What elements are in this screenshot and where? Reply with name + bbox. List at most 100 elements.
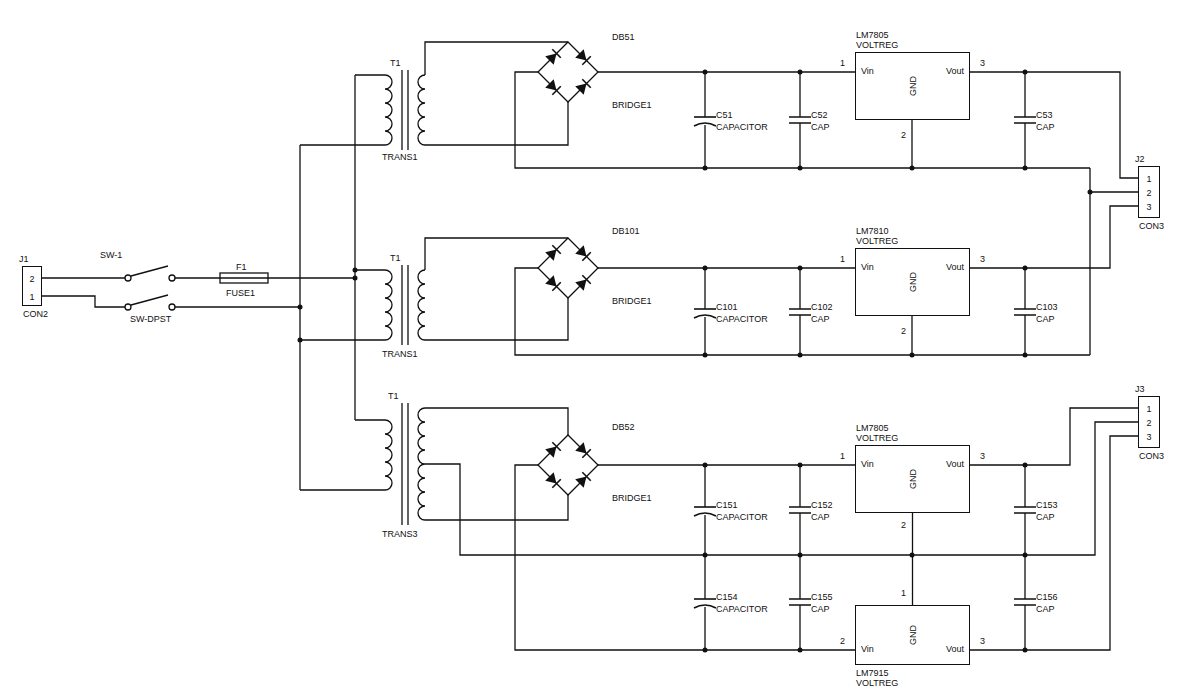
connector-name: J2 xyxy=(1135,154,1145,164)
schematic-part xyxy=(798,463,803,468)
part-label: CAP xyxy=(1036,122,1055,132)
pin-name: GND xyxy=(908,469,918,489)
fuse-symbol xyxy=(220,273,268,283)
bridge-rectifier xyxy=(538,238,598,298)
schematic-part xyxy=(131,295,168,305)
schematic-part xyxy=(575,472,591,488)
schematic-part xyxy=(703,353,708,358)
schematic-part xyxy=(385,75,392,145)
schematic-part xyxy=(693,117,717,126)
part-label: C156 xyxy=(1036,592,1058,602)
regulator-box: LM7915 VOLTREGVinGNDVout xyxy=(855,605,970,665)
schematic-part xyxy=(545,245,561,261)
part-label: CAP xyxy=(811,122,830,132)
schematic-part xyxy=(299,145,300,490)
schematic-part xyxy=(798,353,803,358)
part-label: C154 xyxy=(716,592,738,602)
junction-dots xyxy=(298,70,1093,653)
schematic-part xyxy=(575,245,591,261)
pin-name: GND xyxy=(908,625,918,645)
part-label: BRIDGE1 xyxy=(612,296,652,306)
pin-name: Vin xyxy=(861,66,874,76)
regulator-box: LM7810 VOLTREGVinGNDVout xyxy=(855,248,970,316)
part-label: TRANS1 xyxy=(382,152,418,162)
part-label: TRANS1 xyxy=(382,349,418,359)
bridge-rectifier xyxy=(538,435,598,495)
schematic-part xyxy=(402,70,408,150)
schematic-part xyxy=(788,117,812,123)
part-label: CAP xyxy=(811,604,830,614)
part-label: C101 xyxy=(716,302,738,312)
schematic-part xyxy=(353,276,358,281)
part-name: LM7805 VOLTREG xyxy=(856,30,898,50)
part-label: BRIDGE1 xyxy=(612,493,652,503)
part-label: C153 xyxy=(1036,500,1058,510)
schematic-part xyxy=(402,265,408,345)
part-label: CAP xyxy=(811,512,830,522)
schematic-part xyxy=(545,275,561,291)
part-label: 2 xyxy=(901,130,906,140)
part-label: CAPACITOR xyxy=(716,512,768,522)
schematic-part xyxy=(538,435,598,495)
schematic-part xyxy=(125,304,131,310)
schematic-part xyxy=(425,238,568,270)
schematic-part xyxy=(575,79,591,95)
schematic-part xyxy=(418,408,425,520)
part-label: FUSE1 xyxy=(226,288,255,298)
switch-symbol xyxy=(125,266,175,310)
part-label: SW-DPST xyxy=(130,314,171,324)
part-label: CAPACITOR xyxy=(716,122,768,132)
schematic-part xyxy=(385,420,392,490)
schematic-part xyxy=(220,277,268,278)
schematic-part xyxy=(1088,190,1093,195)
wire-connector xyxy=(912,513,913,605)
connector-box: J121CON2 xyxy=(22,266,42,306)
schematic-part xyxy=(788,507,812,513)
part-label: C151 xyxy=(716,500,738,510)
schematic-part xyxy=(268,277,355,278)
schematic-part xyxy=(545,79,561,95)
schematic-part xyxy=(693,507,717,516)
regulator-box: LM7805 VOLTREGVinGNDVout xyxy=(855,52,970,120)
schematic-part xyxy=(798,166,803,171)
part-label: C152 xyxy=(811,500,833,510)
part-label: CAP xyxy=(1036,604,1055,614)
schematic-part xyxy=(425,102,568,145)
schematic-part xyxy=(703,266,708,271)
schematic-part xyxy=(538,42,598,102)
schematic-part xyxy=(545,472,561,488)
part-label: 3 xyxy=(980,636,985,646)
schematic-part xyxy=(418,75,425,145)
pin-number: 2 xyxy=(1139,418,1159,428)
part-label: 1 xyxy=(901,588,906,598)
schematic-part xyxy=(693,599,717,608)
connector-box: J3123CON3 xyxy=(1138,396,1160,448)
pin-number: 1 xyxy=(1139,404,1159,414)
pin-number: 2 xyxy=(1139,188,1159,198)
pin-name: GND xyxy=(908,76,918,96)
bridge-rectifier xyxy=(538,42,598,102)
schematic-part xyxy=(125,275,131,281)
schematic-part xyxy=(515,72,1090,168)
part-label: C102 xyxy=(811,302,833,312)
schematic-part xyxy=(1023,353,1028,358)
pin-name: Vout xyxy=(946,262,964,272)
pin-name: Vout xyxy=(946,66,964,76)
part-label: 2 xyxy=(840,636,845,646)
schematic-part xyxy=(798,266,803,271)
schematic-part xyxy=(300,270,385,340)
schematic-part xyxy=(300,420,385,490)
pin-name: Vout xyxy=(946,459,964,469)
wire-connector xyxy=(970,206,1138,268)
schematic-part xyxy=(169,275,175,281)
pin-number: 3 xyxy=(1139,202,1159,212)
schematic-part xyxy=(910,166,915,171)
part-label: DB52 xyxy=(612,422,635,432)
pin-name: GND xyxy=(908,272,918,292)
schematic-part xyxy=(798,648,803,653)
part-label: 1 xyxy=(840,58,845,68)
pin-name: Vout xyxy=(946,644,964,654)
